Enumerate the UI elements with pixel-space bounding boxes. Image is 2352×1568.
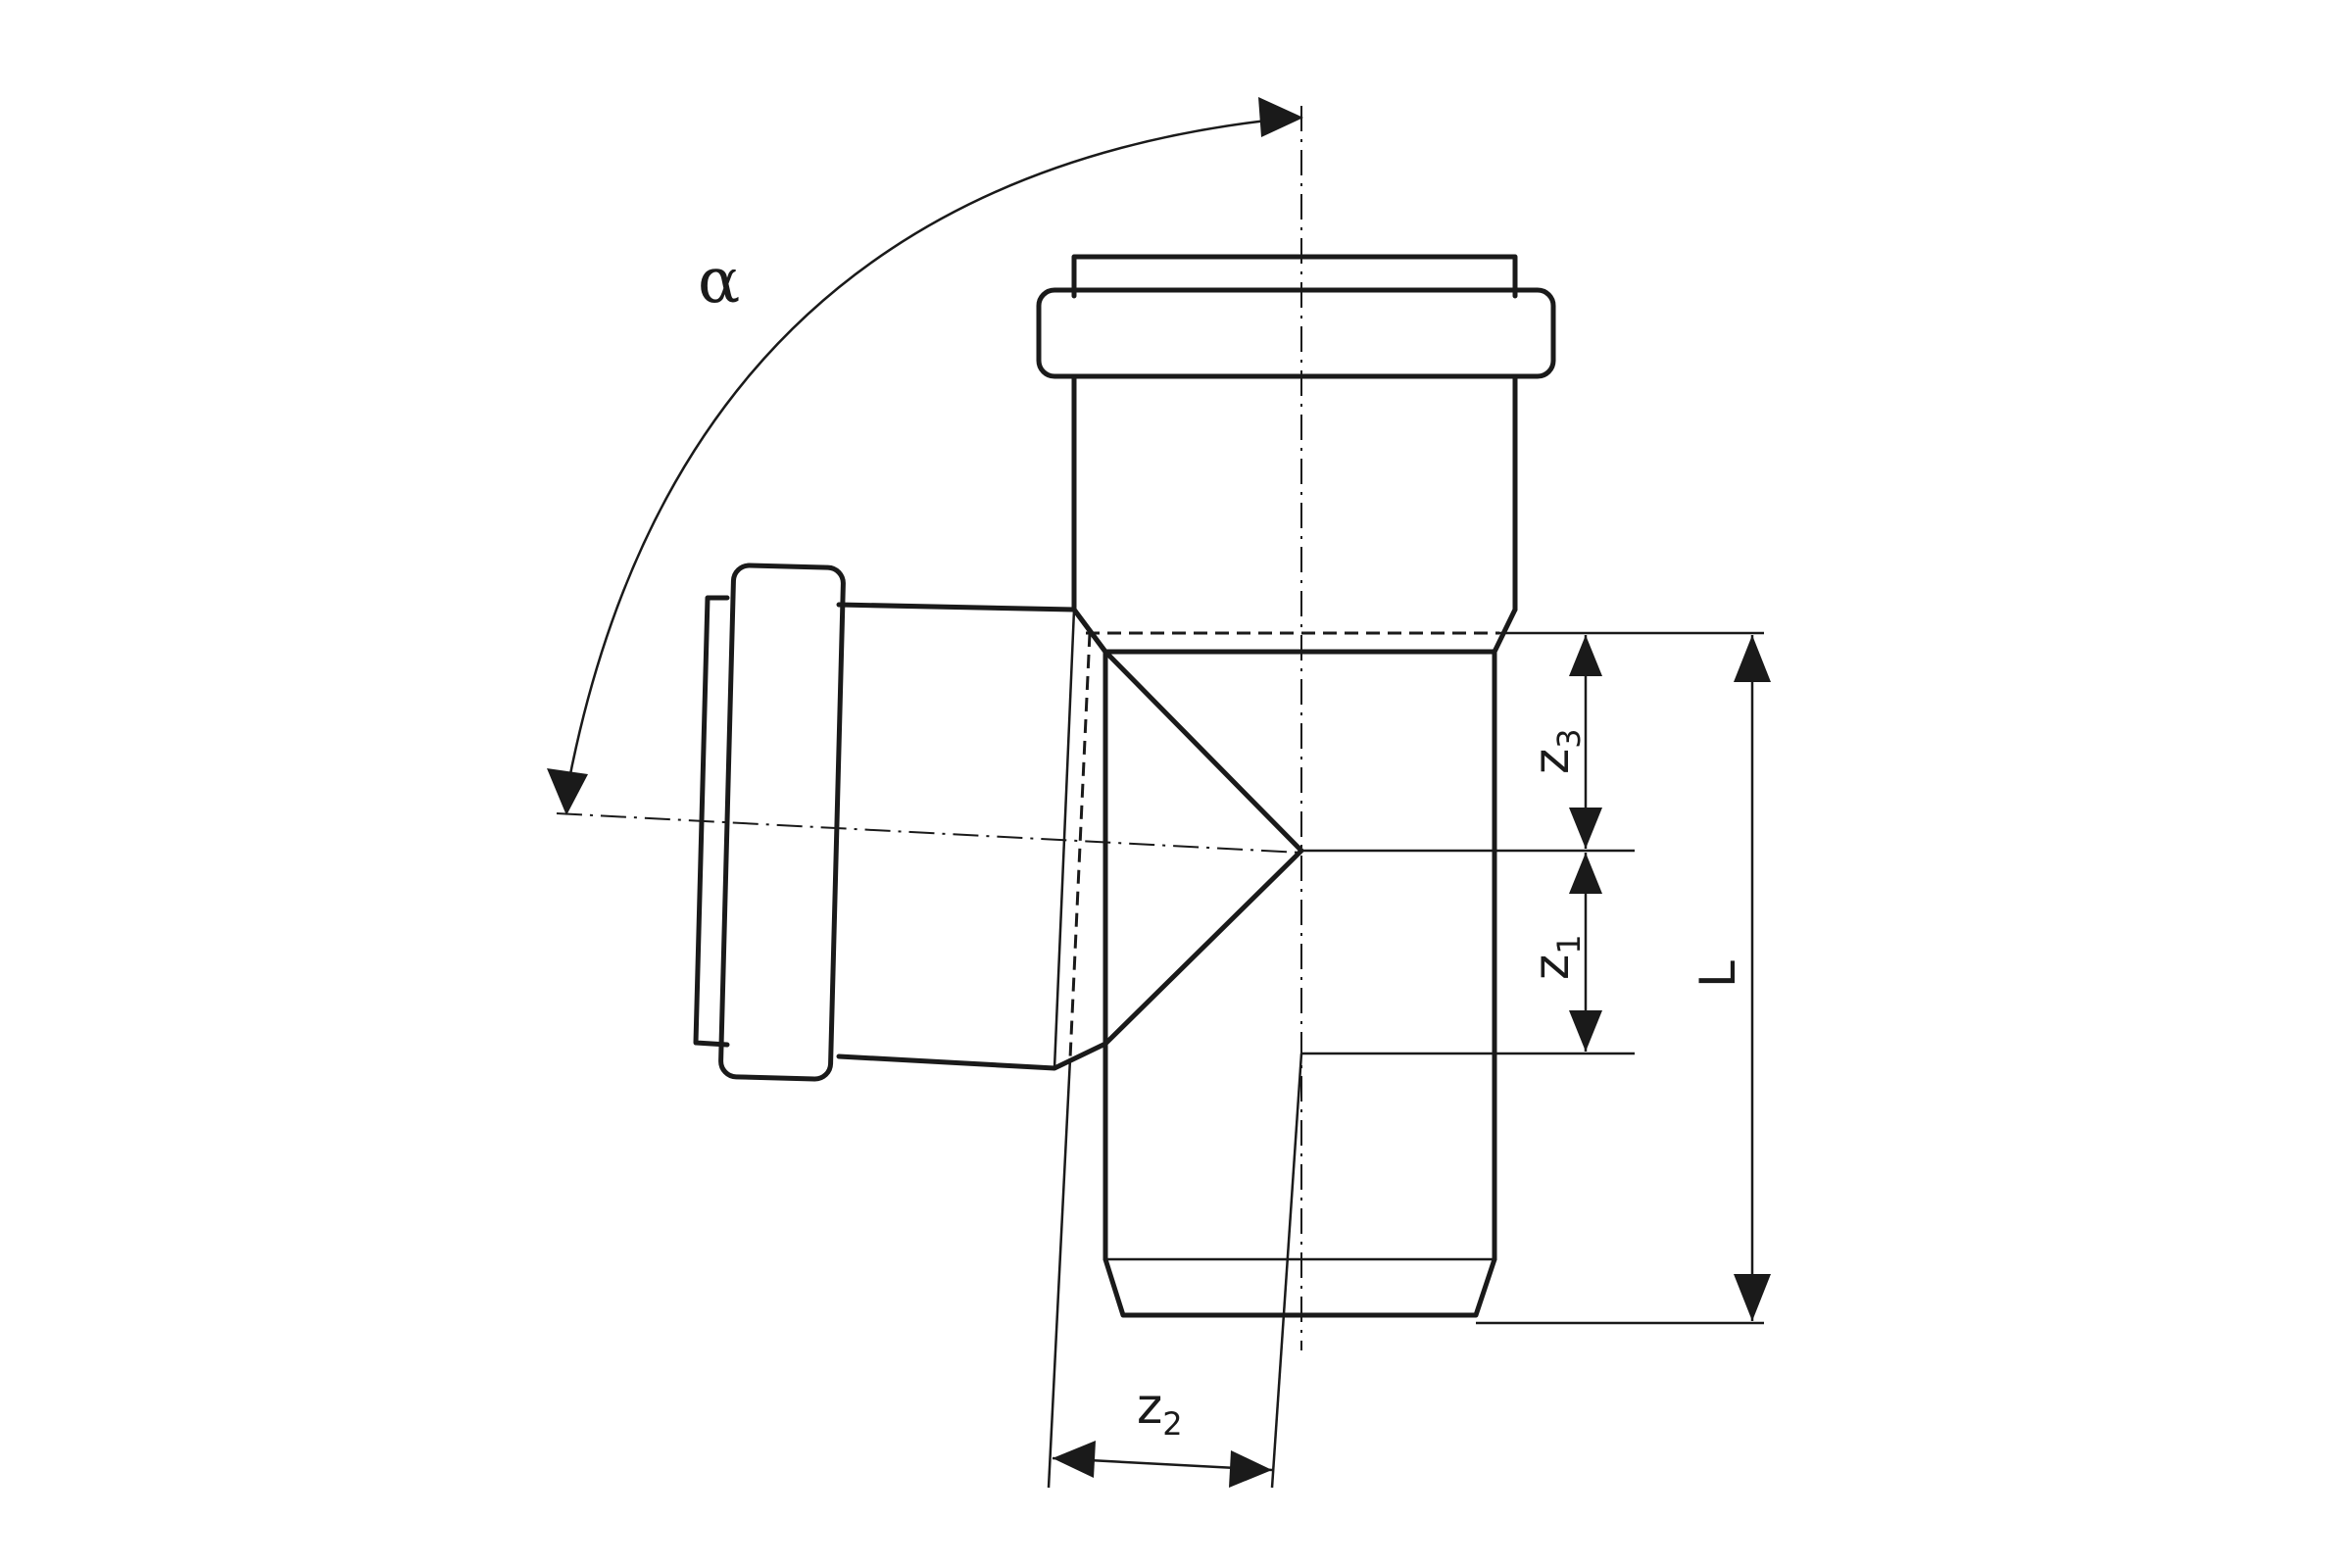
z1-label-sub: 1 [1550,934,1588,954]
socket-taper [1071,607,1518,655]
z3-label-sub: 3 [1550,728,1588,748]
z2-label-sub: 2 [1162,1405,1182,1443]
branch-socket-collar [718,563,846,1082]
L-arrow-bottom [1734,1274,1771,1321]
ext-line-z2-left [1047,1057,1072,1489]
L-label: L [1690,960,1746,988]
branch-socket-body [836,602,1108,1071]
z1-label-main: z [1523,955,1580,980]
alpha-arc [566,116,1295,785]
alpha-label: α [698,245,740,318]
bottom-spigot-end [1102,1256,1497,1318]
alpha-arrow-bottom [547,768,588,815]
branch-pipe [693,563,1304,1082]
L-arrow-top [1734,635,1771,682]
z2-label: z2 [1137,1378,1183,1443]
z2-label-main: z [1137,1378,1162,1435]
z2-arrow-left [1053,1441,1096,1478]
dimension-z1: z1 [1523,853,1602,1052]
z1-label: z1 [1523,934,1588,980]
branch-junction-v [1102,649,1304,1047]
alpha-arrow-top [1258,97,1303,137]
z2-arrow-right [1229,1450,1272,1488]
z3-arrow-top [1569,635,1602,676]
z3-label: z3 [1523,728,1588,774]
z3-arrow-bottom [1569,808,1602,849]
ext-line-z2-right [1270,1053,1303,1489]
upper-socket-body [1071,373,1518,612]
top-socket-collar [1036,287,1556,379]
dimension-L: L [1690,635,1771,1321]
z1-arrow-top [1569,853,1602,894]
z3-label-main: z [1523,749,1580,774]
top-spigot [1071,254,1518,299]
z1-arrow-bottom [1569,1010,1602,1052]
branch-pipe-centerline [556,812,1302,854]
branch-end-face [1053,609,1076,1069]
branch-spigot [693,595,730,1048]
dimension-z3: z3 [1523,635,1602,849]
main-pipe [1036,254,1556,1318]
angle-alpha: α [547,97,1303,815]
dimension-z2: z2 [1052,1378,1273,1488]
branch-hidden-seal [1068,632,1092,1059]
